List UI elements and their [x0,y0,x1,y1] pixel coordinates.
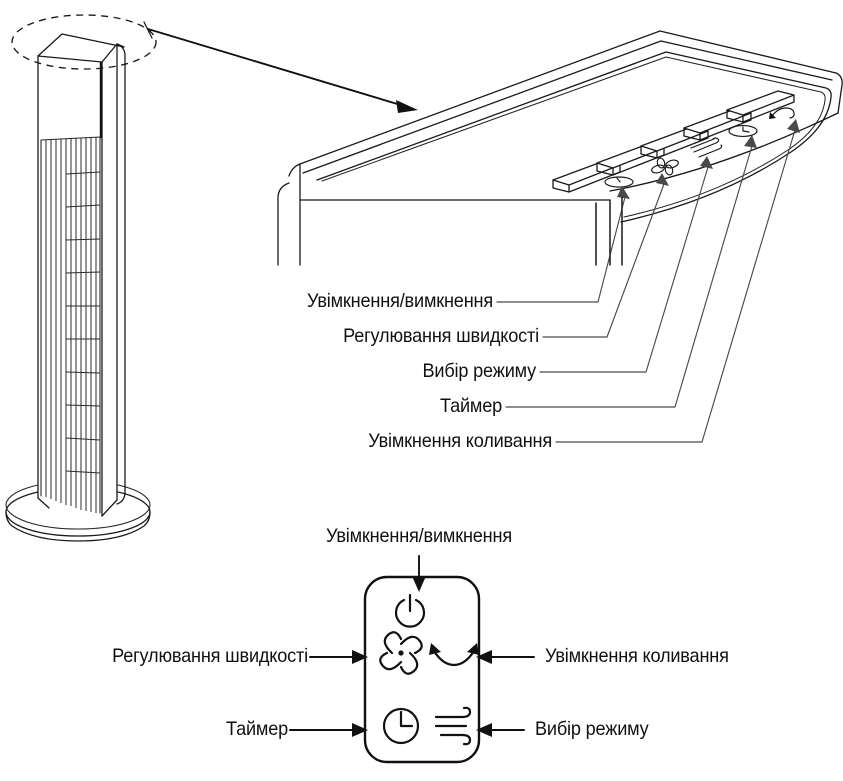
zoom-callout-arrow [143,21,418,113]
remote-control [289,555,535,764]
panel-button-oscillation[interactable] [726,90,795,123]
panel-label-timer: Таймер [439,395,502,417]
panel-label-mode: Вибір режиму [422,360,536,382]
remote-label-oscillation: Увімкнення коливання [545,645,729,667]
tower-fan-illustration [5,14,157,542]
control-panel-detail [277,30,843,443]
panel-fan-blade-icon [651,157,679,176]
panel-label-speed: Регулювання швидкості [343,325,539,347]
panel-icons [604,107,795,188]
panel-oscillation-icon [769,107,795,119]
remote-label-speed: Регулювання швидкості [112,645,308,667]
remote-power-icon[interactable] [394,593,426,628]
panel-wind-mode-icon [690,137,723,158]
panel-button-timer[interactable] [683,108,752,141]
remote-clock-timer-icon[interactable] [382,707,420,745]
remote-leader-lines [289,555,535,737]
remote-label-timer: Таймер [225,718,288,740]
panel-label-power: Увімкнення/вимкнення [307,290,493,312]
panel-button-mode[interactable] [640,126,709,159]
remote-fan-blade-icon[interactable] [379,631,423,675]
panel-buttons [552,90,795,193]
panel-label-oscillation: Увімкнення коливання [368,430,552,452]
panel-lower-edges [595,196,623,266]
panel-bezel [316,51,832,223]
fan-top-cap [37,33,125,139]
remote-oscillation-icon[interactable] [429,643,479,667]
remote-label-power: Увімкнення/вимкнення [326,525,512,547]
remote-label-mode: Вибір режиму [535,718,649,740]
remote-wind-mode-icon[interactable] [434,706,472,746]
dashed-ellipse-callout [11,14,157,70]
panel-leader-lines [496,119,800,443]
panel-power-icon [604,176,634,188]
fan-grille [40,136,101,514]
panel-clock-timer-icon [728,125,758,137]
